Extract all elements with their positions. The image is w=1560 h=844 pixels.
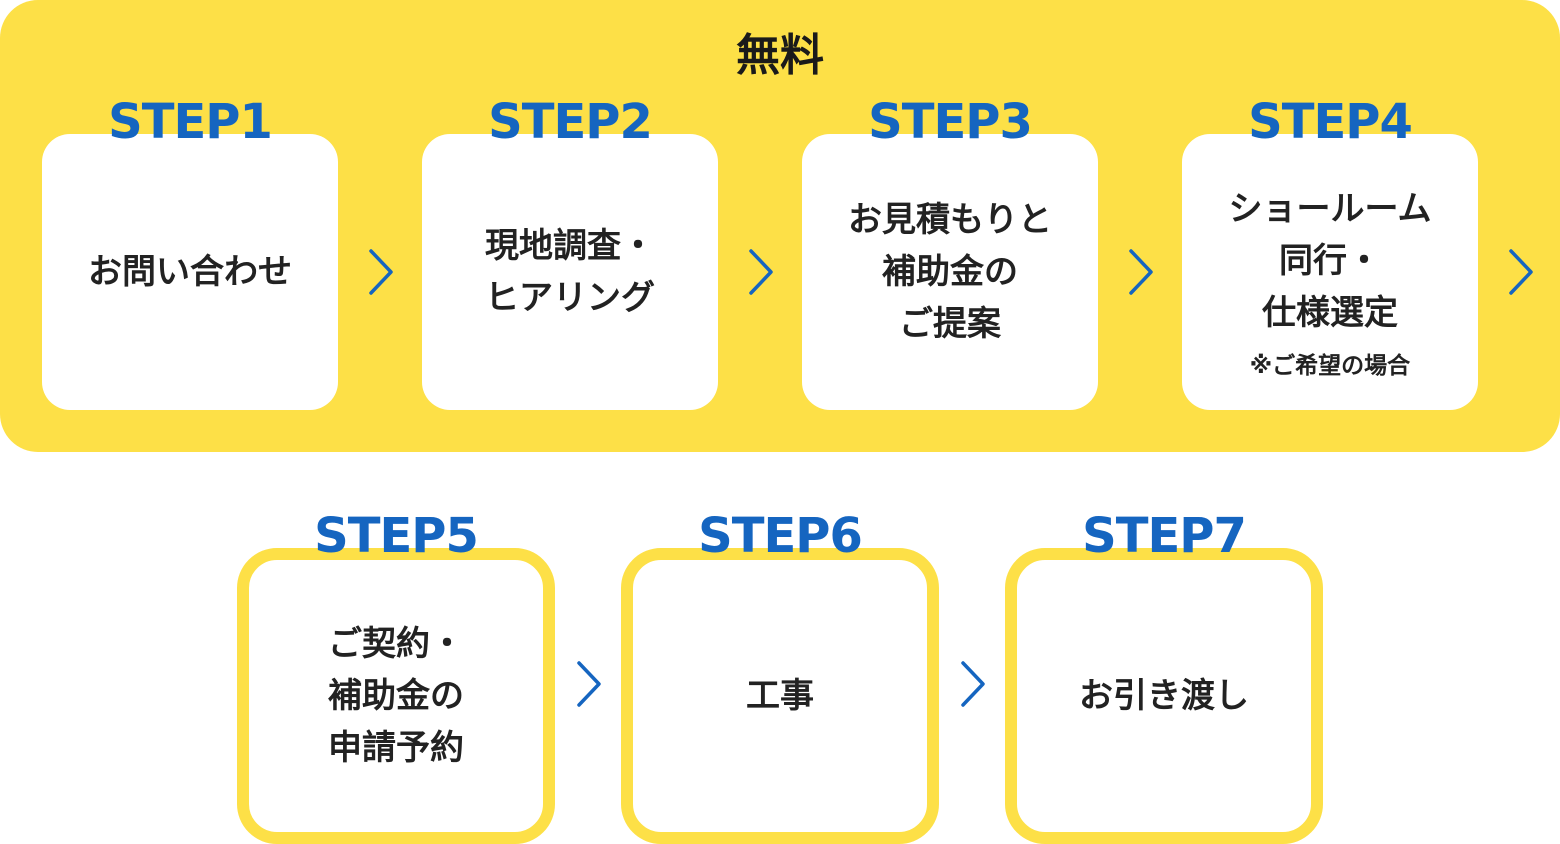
chevron-right-icon [574,660,604,708]
chevron-right-icon [746,248,776,296]
step-1: STEP1 お問い合わせ [42,96,338,410]
step-card: お見積もりと 補助金の ご提案 [802,134,1098,410]
step-label: STEP7 [1082,508,1247,564]
step-label: STEP4 [1248,94,1413,150]
chevron-right-icon [958,660,988,708]
step-text-line: お見積もりと [848,200,1052,240]
step-text: お見積もりと 補助金の ご提案 [848,194,1052,350]
step-label: STEP6 [698,508,863,564]
step-text-line: 同行・ [1278,241,1381,281]
free-label: 無料 [736,30,824,81]
step-card: お問い合わせ [42,134,338,410]
step-text: ショールーム 同行・ 仕様選定 ※ご希望の場合 [1229,183,1432,381]
step-card: ショールーム 同行・ 仕様選定 ※ご希望の場合 [1182,134,1478,410]
step-card: 現地調査・ ヒアリング [422,134,718,410]
step-text-line: お問い合わせ [88,252,292,292]
step-3: STEP3 お見積もりと 補助金の ご提案 [802,96,1098,410]
step-text-line: 工事 [746,676,814,716]
step-label: STEP1 [108,94,273,150]
step-text-line: 現地調査・ [485,226,655,266]
step-text-line: 申請予約 [328,728,464,768]
step-4: STEP4 ショールーム 同行・ 仕様選定 ※ご希望の場合 [1182,96,1478,410]
step-card: お引き渡し [1005,548,1323,844]
step-text-line: ご提案 [899,304,1001,344]
step-7: STEP7 お引き渡し [1005,510,1323,844]
step-note: ※ご希望の場合 [1249,353,1411,379]
chevron-right-icon [1506,248,1536,296]
step-text: ご契約・ 補助金の 申請予約 [328,618,464,774]
step-text: お引き渡し [1079,670,1249,722]
chevron-right-icon [1126,248,1156,296]
step-text: 現地調査・ ヒアリング [485,220,655,324]
step-2: STEP2 現地調査・ ヒアリング [422,96,718,410]
step-text-line: ご契約・ [328,624,464,664]
step-text-line: ショールーム [1228,189,1432,229]
step-text: 工事 [746,670,814,722]
step-text-line: 補助金の [328,676,464,716]
step-5: STEP5 ご契約・ 補助金の 申請予約 [237,510,555,844]
step-6: STEP6 工事 [621,510,939,844]
step-text-line: ヒアリング [485,278,655,318]
step-card: ご契約・ 補助金の 申請予約 [237,548,555,844]
step-label: STEP5 [314,508,479,564]
step-card: 工事 [621,548,939,844]
chevron-right-icon [366,248,396,296]
step-text: お問い合わせ [88,246,292,298]
step-text-line: お引き渡し [1079,676,1249,716]
step-text-line: 仕様選定 [1261,293,1398,333]
step-label: STEP3 [868,94,1033,150]
step-label: STEP2 [488,94,653,150]
step-text-line: 補助金の [882,252,1018,292]
